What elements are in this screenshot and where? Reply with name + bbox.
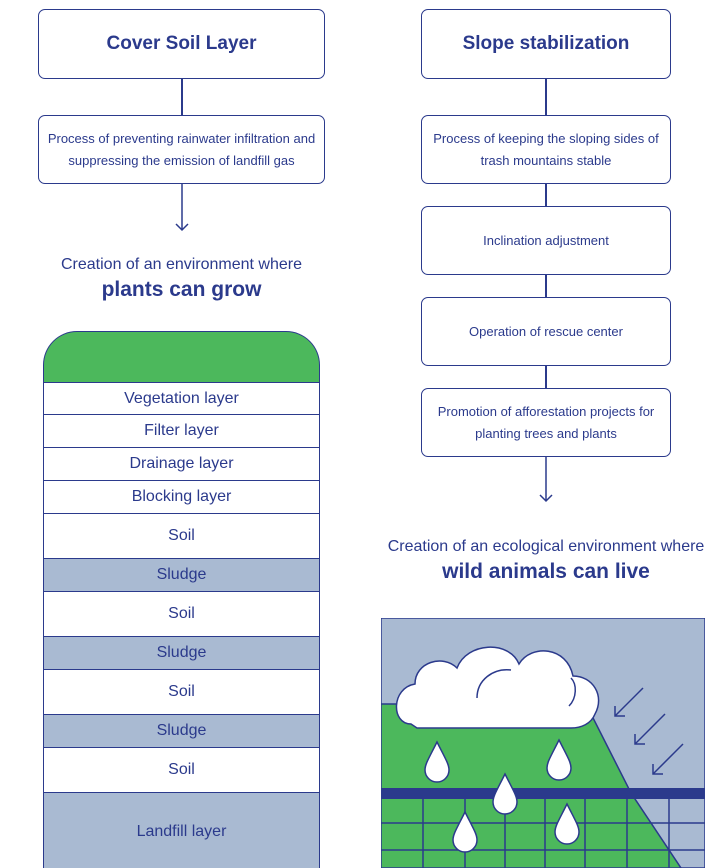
connector-line <box>181 79 183 115</box>
wind-arrows <box>614 687 684 775</box>
cloud-detail <box>568 677 576 707</box>
slope-stabilization-title-box: Slope stabilization <box>421 9 671 79</box>
wildlife-outcome-line2: wild animals can live <box>442 560 650 583</box>
layer-soil: Soil <box>43 670 320 715</box>
raindrop-icon <box>492 772 518 815</box>
raindrop-icon <box>554 802 580 845</box>
down-arrow-icon <box>175 184 189 232</box>
plants-outcome-line2: plants can grow <box>101 278 262 301</box>
plants-outcome-line1: Creation of an environment where <box>60 256 303 273</box>
wildlife-outcome-line1: Creation of an ecological environment wh… <box>387 538 705 555</box>
layer-soil: Soil <box>43 514 320 559</box>
cloud-detail <box>476 669 512 699</box>
layer-sludge: Sludge <box>43 637 320 670</box>
raindrop-icon <box>424 740 450 783</box>
raindrop-icon <box>452 810 478 853</box>
grass-cap <box>43 331 320 383</box>
inclination-adjustment-box: Inclination adjustment <box>421 206 671 275</box>
wildlife-outcome-caption: Creation of an ecological environment wh… <box>372 538 705 584</box>
rescue-center-box: Operation of rescue center <box>421 297 671 366</box>
raindrop-icon <box>546 738 572 781</box>
layer-blocking: Blocking layer <box>43 481 320 514</box>
slope-process-box: Process of keeping the sloping sides of … <box>421 115 671 184</box>
layer-soil: Soil <box>43 748 320 793</box>
layer-drainage: Drainage layer <box>43 448 320 481</box>
layer-sludge: Sludge <box>43 715 320 748</box>
layer-landfill: Landfill layer <box>43 793 320 868</box>
ground-band <box>381 788 705 799</box>
ecological-landscape-illustration <box>381 618 705 868</box>
layer-sludge: Sludge <box>43 559 320 592</box>
connector-line <box>545 79 547 115</box>
cover-soil-process-box: Process of preventing rainwater infiltra… <box>38 115 325 184</box>
layer-filter: Filter layer <box>43 415 320 448</box>
layer-soil: Soil <box>43 592 320 637</box>
down-arrow-icon <box>539 457 553 503</box>
cloud <box>395 646 600 729</box>
ground-grid <box>381 799 705 868</box>
raindrops <box>424 738 580 853</box>
afforestation-box: Promotion of afforestation projects for … <box>421 388 671 457</box>
connector-line <box>545 184 547 206</box>
plants-outcome-caption: Creation of an environment where plants … <box>20 256 343 302</box>
cover-soil-layer-stack: Vegetation layer Filter layer Drainage l… <box>43 331 320 868</box>
connector-line <box>545 275 547 297</box>
layer-vegetation: Vegetation layer <box>43 382 320 415</box>
connector-line <box>545 366 547 388</box>
cover-soil-title-box: Cover Soil Layer <box>38 9 325 79</box>
